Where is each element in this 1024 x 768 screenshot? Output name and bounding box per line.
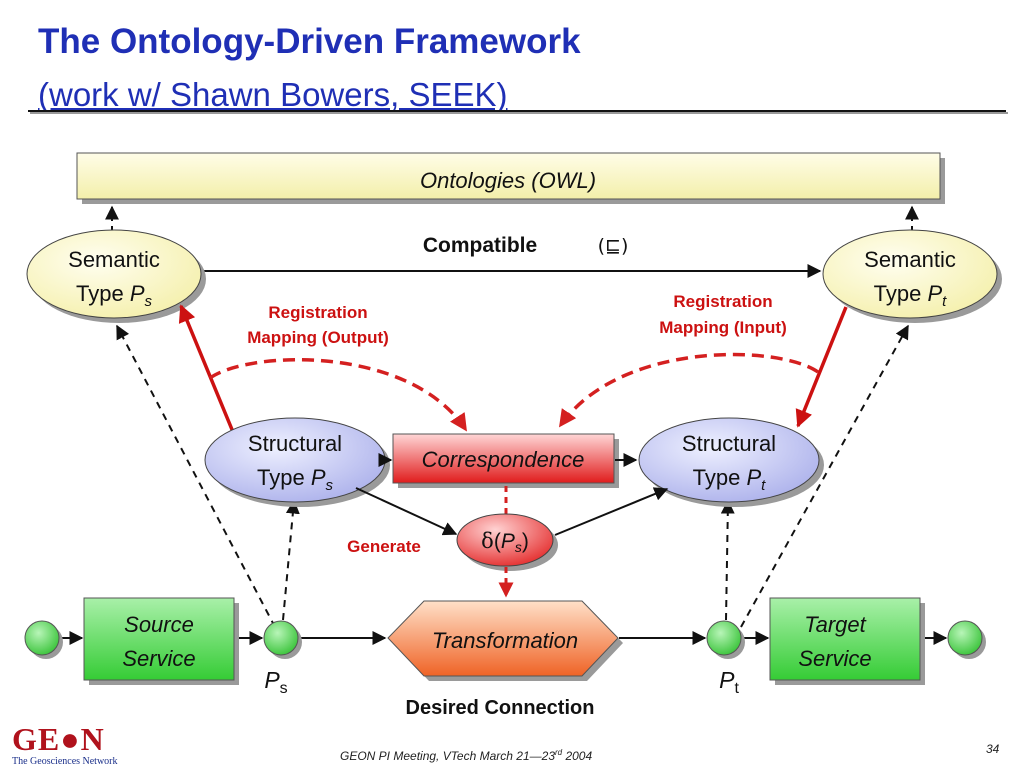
ontologies-box: Ontologies (OWL) xyxy=(76,152,945,204)
desired-connection-label: Desired Connection xyxy=(406,697,595,719)
port-source-to-structural-arrow xyxy=(282,499,300,621)
semantic-type-source-node: Semantic Type Ps xyxy=(26,229,206,323)
port-target-label: Pt xyxy=(719,667,739,697)
correspondence-box: Correspondence xyxy=(392,433,619,488)
port-target-to-semantic-arrow xyxy=(740,324,909,628)
semantic-type-target-node: Semantic Type Pt xyxy=(822,229,1002,323)
slide-subtitle: (work w/ Shawn Bowers, SEEK) xyxy=(38,76,508,113)
delta-node: δ(Ps) xyxy=(456,513,558,571)
port-source xyxy=(263,620,302,659)
slide-footer: GEON PI Meeting, VTech March 21—23rd 200… xyxy=(340,748,593,763)
structural-type-source-node: Structural Type Ps xyxy=(204,417,390,507)
delta-to-structural-arrow xyxy=(554,487,669,536)
output-to-correspondence-dashed-arrow xyxy=(208,357,468,432)
transformation-label: Transformation xyxy=(432,628,578,653)
registration-output-line2: Mapping (Output) xyxy=(247,328,389,347)
registration-input-line1: Registration xyxy=(673,292,772,311)
output-port xyxy=(947,620,986,659)
generate-label: Generate xyxy=(347,537,421,556)
subsumption-symbol: (⊑) xyxy=(598,235,629,257)
title-divider xyxy=(28,110,1006,112)
port-source-label: Ps xyxy=(264,667,287,697)
input-to-correspondence-dashed-arrow xyxy=(558,352,820,428)
compatible-label: Compatible xyxy=(423,234,537,257)
source-service-box: Source Service xyxy=(83,597,239,685)
registration-output-arrow xyxy=(178,304,235,433)
correspondence-label: Correspondence xyxy=(422,447,585,472)
port-source-to-semantic-arrow xyxy=(116,324,276,628)
source-service-line2: Service xyxy=(122,646,195,671)
page-number: 34 xyxy=(986,742,1000,756)
semantic-source-line1: Semantic xyxy=(68,247,160,272)
structural-target-line1: Structural xyxy=(682,431,776,456)
port-target xyxy=(706,620,745,659)
geon-logo-tagline: The Geosciences Network xyxy=(12,756,118,767)
structural-to-delta-arrow xyxy=(355,487,458,536)
registration-output-line1: Registration xyxy=(268,303,367,322)
delta-label: δ(Ps) xyxy=(481,529,529,555)
input-port xyxy=(24,620,63,659)
target-service-line2: Service xyxy=(798,646,871,671)
structural-source-line2: Type Ps xyxy=(257,465,334,494)
registration-input-line2: Mapping (Input) xyxy=(659,318,786,337)
geon-logo-word: GE●N xyxy=(12,721,105,757)
transformation-node: Transformation xyxy=(387,600,623,681)
slide-title: The Ontology-Driven Framework xyxy=(38,22,581,61)
semantic-target-line1: Semantic xyxy=(864,247,956,272)
geon-logo: GE●N The Geosciences Network xyxy=(12,722,130,768)
structural-target-line2: Type Pt xyxy=(693,465,767,494)
source-service-line1: Source xyxy=(124,612,194,637)
structural-source-line1: Structural xyxy=(248,431,342,456)
port-target-to-structural-arrow xyxy=(720,499,735,621)
semantic-target-line2: Type Pt xyxy=(874,281,948,310)
ontologies-label: Ontologies (OWL) xyxy=(420,168,596,193)
semantic-source-line2: Type Ps xyxy=(76,281,153,310)
registration-input-arrow xyxy=(795,306,848,428)
target-service-box: Target Service xyxy=(769,597,925,685)
structural-type-target-node: Structural Type Pt xyxy=(638,417,824,507)
target-service-line1: Target xyxy=(804,612,866,637)
